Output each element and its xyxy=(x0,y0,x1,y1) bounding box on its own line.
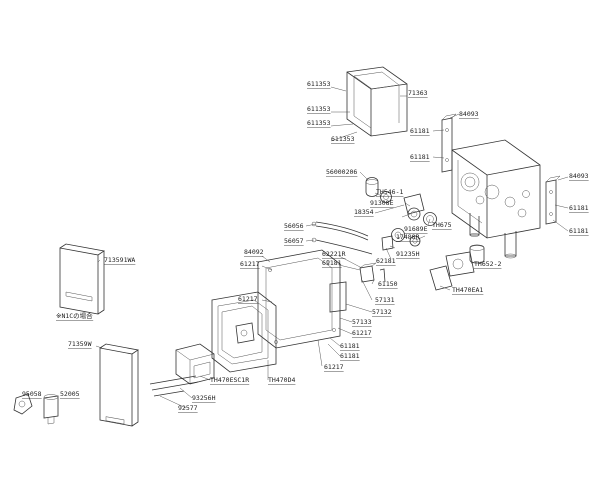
wire-harness xyxy=(149,375,199,397)
top-cover xyxy=(346,66,408,137)
label-17488r: 17488R xyxy=(396,233,420,241)
leader-lines xyxy=(95,86,569,409)
main-housing xyxy=(451,139,541,259)
label-61181-f: 61181 xyxy=(340,342,360,350)
label-713591wa: 713591WA xyxy=(104,256,135,264)
cables xyxy=(311,221,373,255)
tool-95058 xyxy=(13,393,33,415)
label-61181-d: 61181 xyxy=(569,227,589,235)
label-61217-d: 61217 xyxy=(324,363,344,371)
label-th675: TH675 xyxy=(432,221,452,229)
pump-assembly xyxy=(429,244,485,291)
tool-52005 xyxy=(43,394,59,425)
sensor-panel xyxy=(211,291,277,373)
label-92577: 92577 xyxy=(178,404,198,412)
part-labels: 611353 71363 611353 611353 611353 84093 … xyxy=(22,80,589,413)
label-56000206: 56000206 xyxy=(326,168,357,176)
label-61181-b: 61181 xyxy=(410,153,430,161)
label-61181-c: 61181 xyxy=(569,204,589,212)
label-84092: 84092 xyxy=(244,248,264,256)
front-cover xyxy=(99,343,140,427)
label-18354: 18354 xyxy=(354,208,374,216)
label-th546-1: TH546-1 xyxy=(376,188,403,196)
label-n1c-note: ※N1Cの場合 xyxy=(56,311,93,320)
label-th470d4: TH470D4 xyxy=(268,376,295,384)
label-57133: 57133 xyxy=(352,318,372,326)
label-611353-a: 611353 xyxy=(307,80,331,88)
cover-n1c xyxy=(59,243,106,315)
mounting-frame xyxy=(257,249,347,349)
label-91235h: 91235H xyxy=(396,250,420,258)
label-91689e: 91689E xyxy=(404,225,428,233)
label-61181-a: 61181 xyxy=(410,127,430,135)
label-93256h: 93256H xyxy=(192,394,216,402)
label-61181-g: 61181 xyxy=(340,352,360,360)
label-th652-2: TH652-2 xyxy=(474,260,501,268)
label-62221r: 62221R xyxy=(322,250,346,258)
label-52005: 52005 xyxy=(60,390,80,398)
label-56056: 56056 xyxy=(284,222,304,230)
label-th470ea1: TH470EA1 xyxy=(452,286,483,294)
label-61217-c: 61217 xyxy=(352,329,372,337)
label-62181: 62181 xyxy=(376,257,396,265)
bracket-upper xyxy=(441,113,457,173)
label-61150: 61150 xyxy=(378,280,398,288)
label-95058: 95058 xyxy=(22,390,42,398)
label-57132: 57132 xyxy=(372,308,392,316)
label-611353-c: 611353 xyxy=(307,119,331,127)
label-91308e: 91308E xyxy=(370,199,394,207)
label-611353-b: 611353 xyxy=(307,105,331,113)
label-56057: 56057 xyxy=(284,237,304,245)
bracket-right xyxy=(545,175,561,225)
label-61217-b: 61217 xyxy=(238,295,258,303)
label-61217-a: 61217 xyxy=(240,260,260,268)
label-84093-a: 84093 xyxy=(459,110,479,118)
label-th470esc1r: TH470ESC1R xyxy=(210,376,249,384)
label-71363: 71363 xyxy=(408,89,428,97)
label-57131: 57131 xyxy=(375,296,395,304)
label-61181-e: 61181 xyxy=(322,259,342,267)
sensor-module xyxy=(175,343,215,385)
label-71359w: 71359W xyxy=(68,340,92,348)
label-84093-b: 84093 xyxy=(569,172,589,180)
label-611353-d: 611353 xyxy=(331,135,355,143)
